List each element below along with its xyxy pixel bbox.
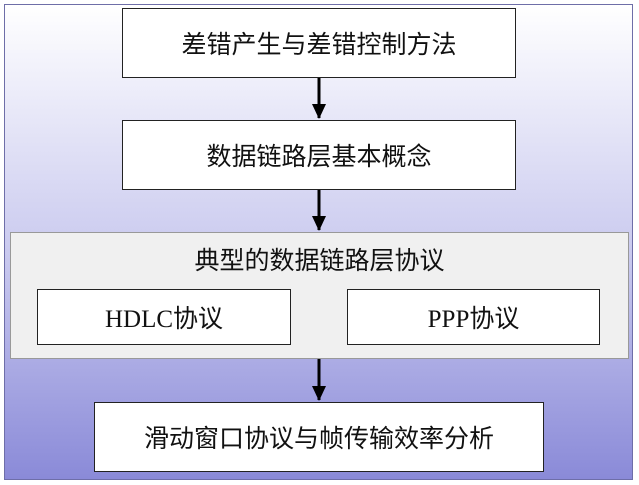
step-error-control: 差错产生与差错控制方法 xyxy=(122,8,516,78)
arrowhead-3 xyxy=(312,386,326,401)
ppp-protocol-label: PPP协议 xyxy=(427,306,520,333)
step-basic-concepts-label: 数据链路层基本概念 xyxy=(206,144,432,171)
hdlc-protocol-label: HDLC协议 xyxy=(104,306,224,333)
step-sliding-window: 滑动窗口协议与帧传输效率分析 xyxy=(94,402,544,472)
arrowhead-2 xyxy=(312,216,326,231)
step-sliding-window-label: 滑动窗口协议与帧传输效率分析 xyxy=(143,426,494,453)
protocols-group-title: 典型的数据链路层协议 xyxy=(194,248,445,275)
step-error-control-label: 差错产生与差错控制方法 xyxy=(181,32,457,59)
step-basic-concepts: 数据链路层基本概念 xyxy=(122,120,516,190)
arrowhead-1 xyxy=(312,104,326,119)
hdlc-protocol-box: HDLC协议 xyxy=(37,289,291,345)
ppp-protocol-box: PPP协议 xyxy=(347,289,600,345)
